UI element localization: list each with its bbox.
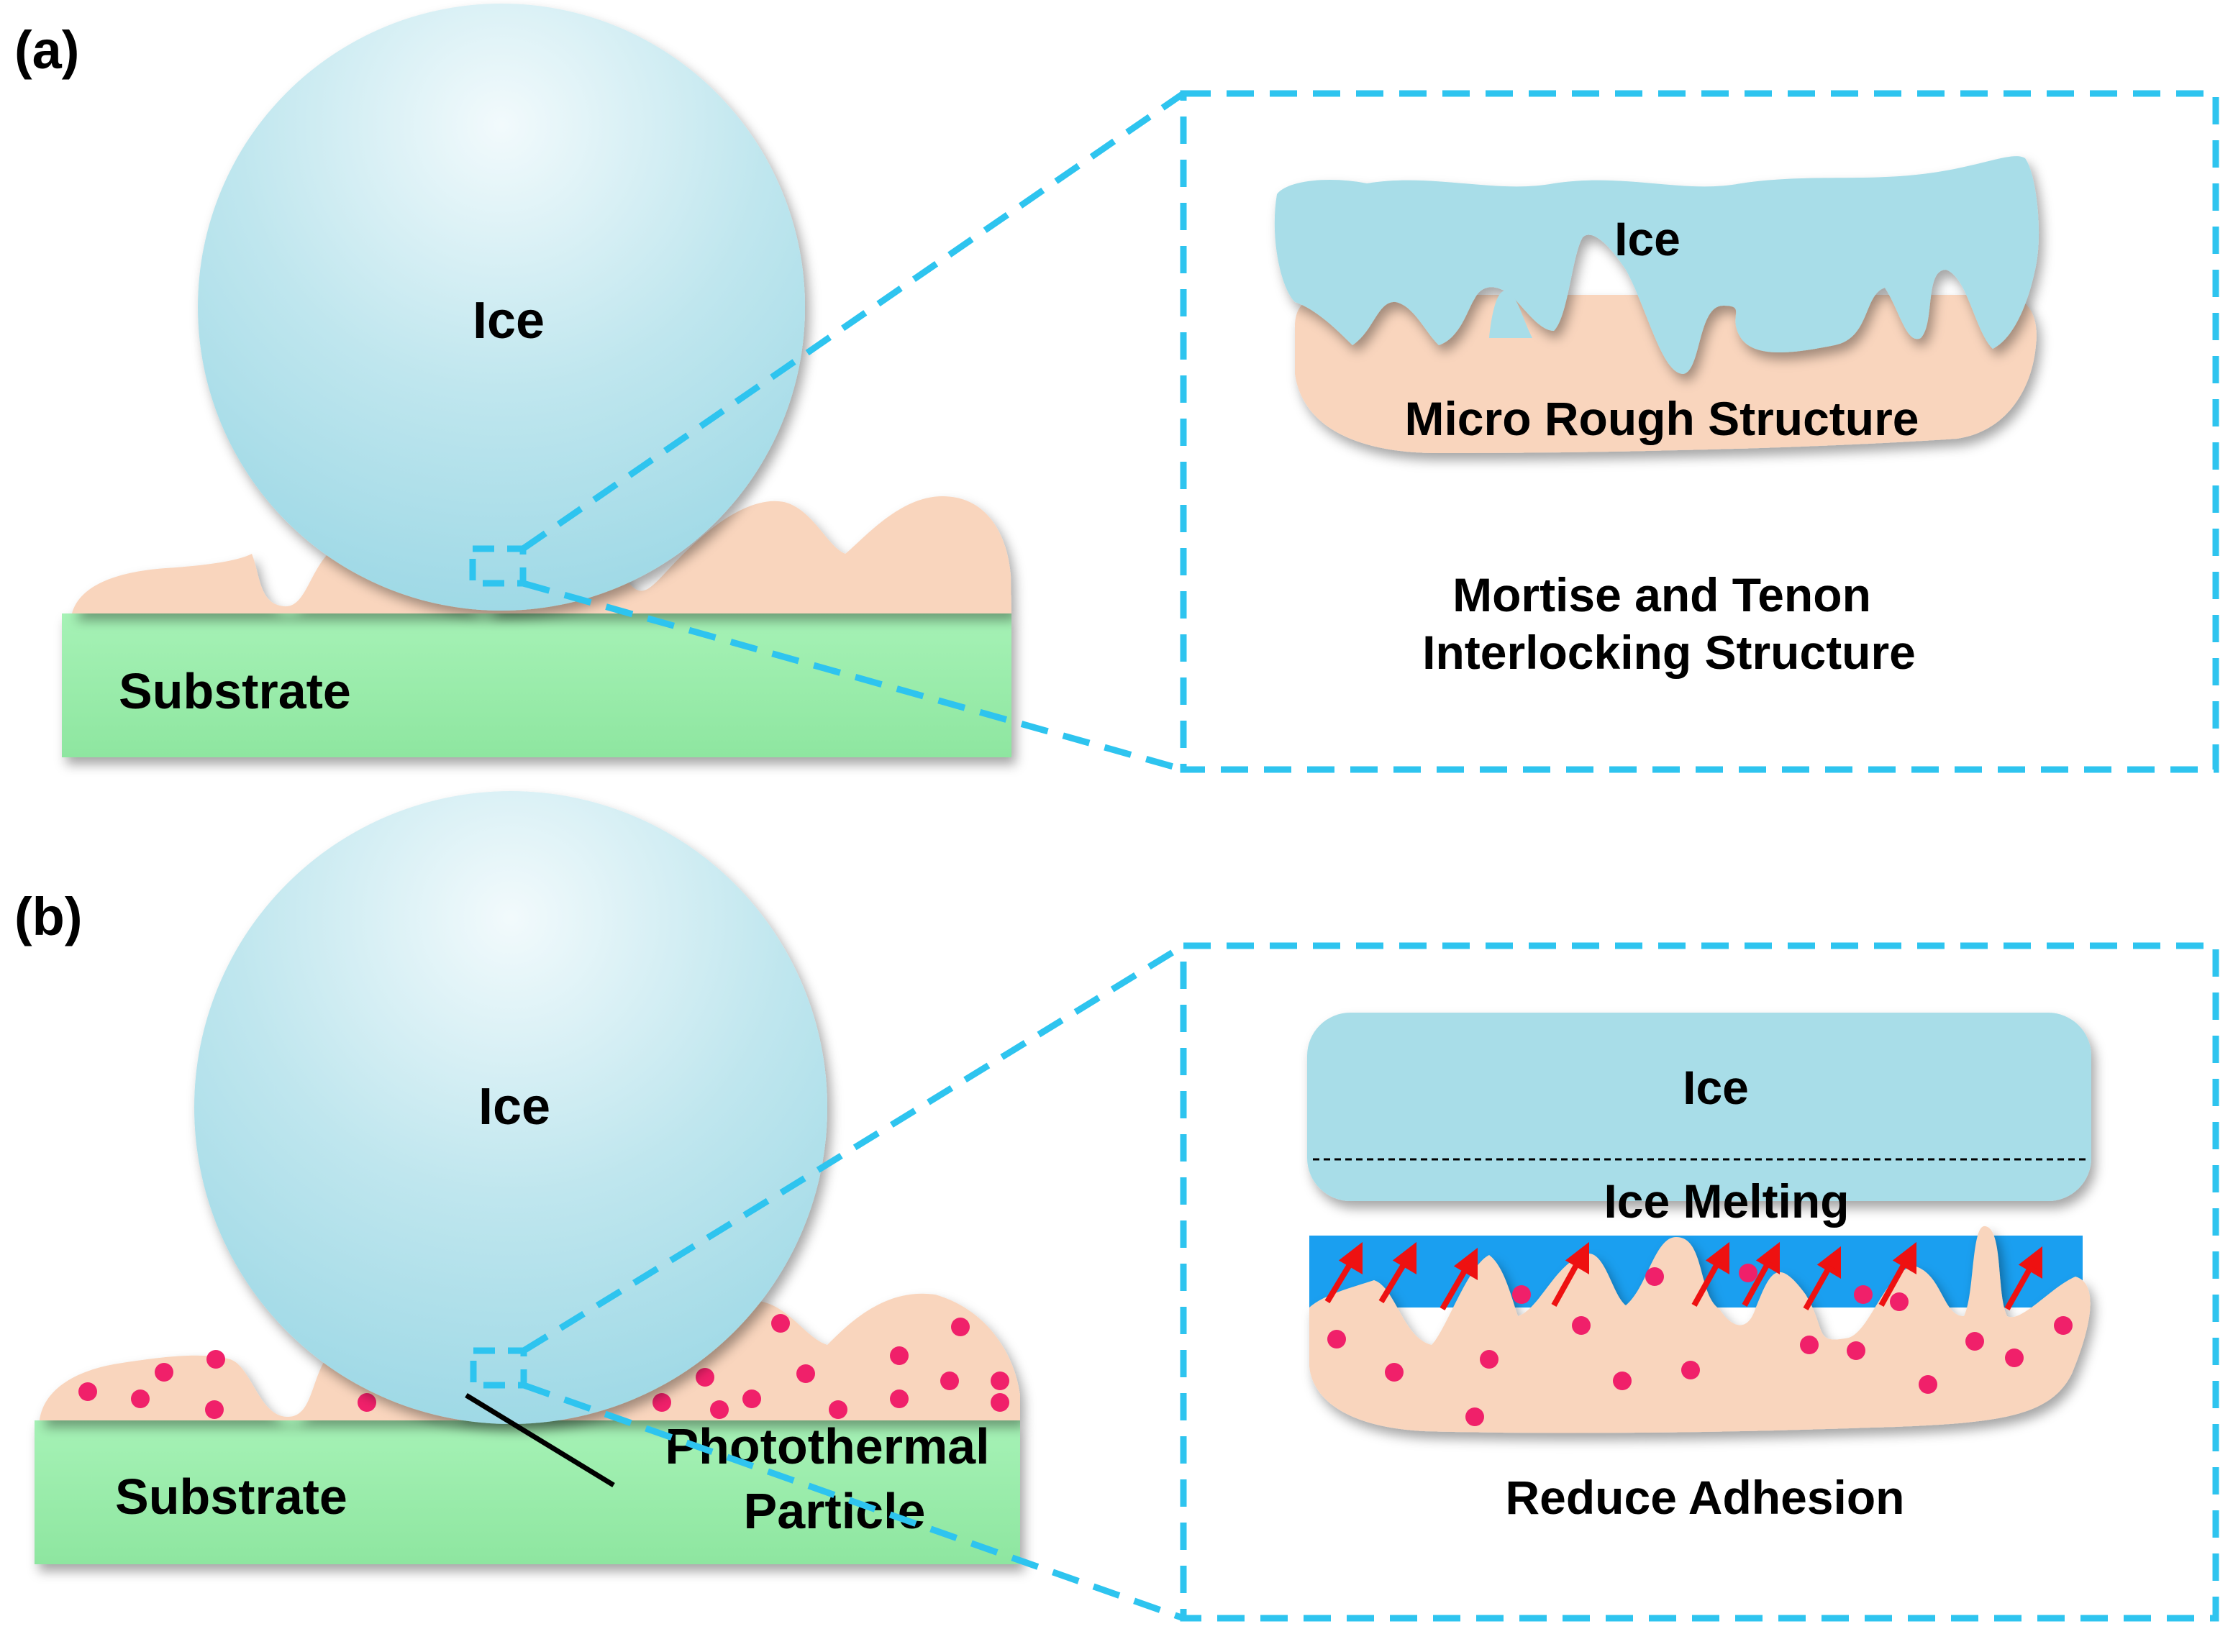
zoom-box-a [1180, 90, 2219, 773]
ice-ball-a [198, 4, 805, 611]
heat-arrow [1742, 1241, 1780, 1307]
zoom-b-ice-label: Ice [1683, 1061, 1749, 1114]
zoom-b-melting-label: Ice Melting [1604, 1174, 1849, 1228]
zoom-line-a-bottom [522, 580, 1185, 773]
particle-label-line1: Photothermal [665, 1418, 989, 1474]
zoom-region-b [470, 1347, 527, 1389]
particle-pointer-line [465, 1393, 615, 1487]
ice-ball-b [194, 791, 827, 1424]
panel-a: (a) Substrate Ice Ice Micro Rough Struct… [14, 4, 2219, 773]
ice-ball-b-label: Ice [478, 1078, 550, 1136]
ice-ball-a-label: Ice [473, 292, 545, 350]
heat-arrow [1878, 1241, 1916, 1307]
heat-arrow [1378, 1241, 1416, 1304]
heat-arrows [1324, 1241, 2042, 1311]
heat-arrow [2004, 1246, 2042, 1310]
substrate-a-label: Substrate [119, 663, 351, 719]
heat-arrow [1440, 1247, 1478, 1311]
heat-arrow [1803, 1246, 1841, 1310]
panel-b-label: (b) [14, 887, 83, 946]
zoom-particles-b [1327, 1264, 2073, 1426]
heat-arrow [1551, 1241, 1589, 1307]
substrate-b-label: Substrate [115, 1469, 347, 1525]
panel-a-label: (a) [14, 20, 79, 80]
zoom-line-b-bottom [522, 1382, 1185, 1622]
particles-b [78, 1314, 1009, 1419]
zoom-a-ice-label: Ice [1614, 212, 1681, 265]
zoom-region-a [469, 545, 527, 587]
zoom-rough-b [1309, 1226, 2091, 1433]
particle-label-line2: Particle [744, 1483, 926, 1539]
zoom-a-caption-line1: Mortise and Tenon [1452, 568, 1871, 621]
zoom-ice-a-tooth [1489, 291, 1532, 338]
heat-arrow [1324, 1241, 1363, 1304]
zoom-ice-a [1274, 156, 2039, 374]
heat-arrow [1691, 1241, 1729, 1307]
zoom-a-rough-label: Micro Rough Structure [1404, 392, 1919, 445]
zoom-line-a-top [521, 91, 1186, 552]
zoom-a-caption-line2: Interlocking Structure [1422, 626, 1916, 679]
panel-b: (b) Substrate Ice Photothermal Particle [14, 791, 2219, 1622]
substrate-a [62, 613, 1011, 757]
zoom-ice-b [1307, 1013, 2091, 1201]
zoom-box-b [1180, 942, 2219, 1622]
substrate-b [35, 1420, 1020, 1564]
zoom-b-caption: Reduce Adhesion [1506, 1471, 1905, 1524]
